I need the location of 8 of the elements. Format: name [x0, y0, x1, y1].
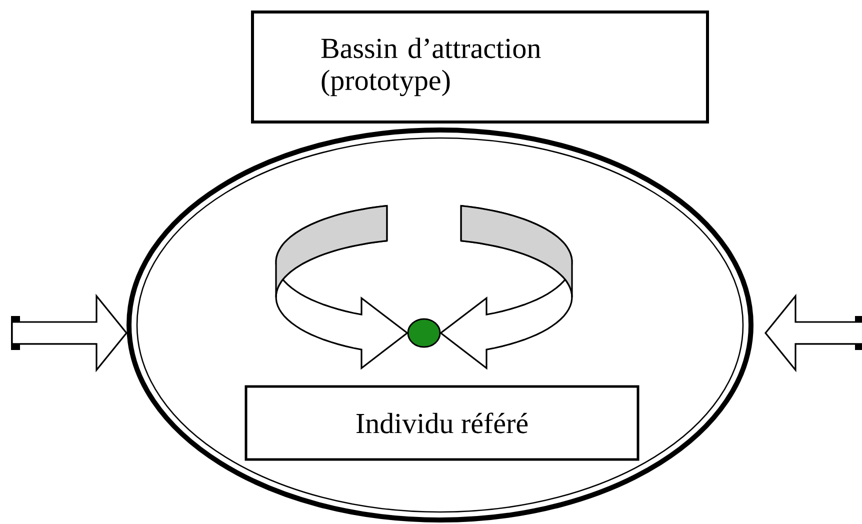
curved-arrow: [275, 204, 409, 370]
curved-arrow: [439, 204, 573, 370]
block-arrow: [764, 294, 862, 372]
block-arrow: [11, 294, 128, 372]
dot: [407, 318, 441, 348]
basin-ellipse: [126, 128, 754, 522]
label-box: Individu référé: [244, 385, 640, 461]
title-box: Bassin d’attraction (prototype): [251, 10, 709, 124]
